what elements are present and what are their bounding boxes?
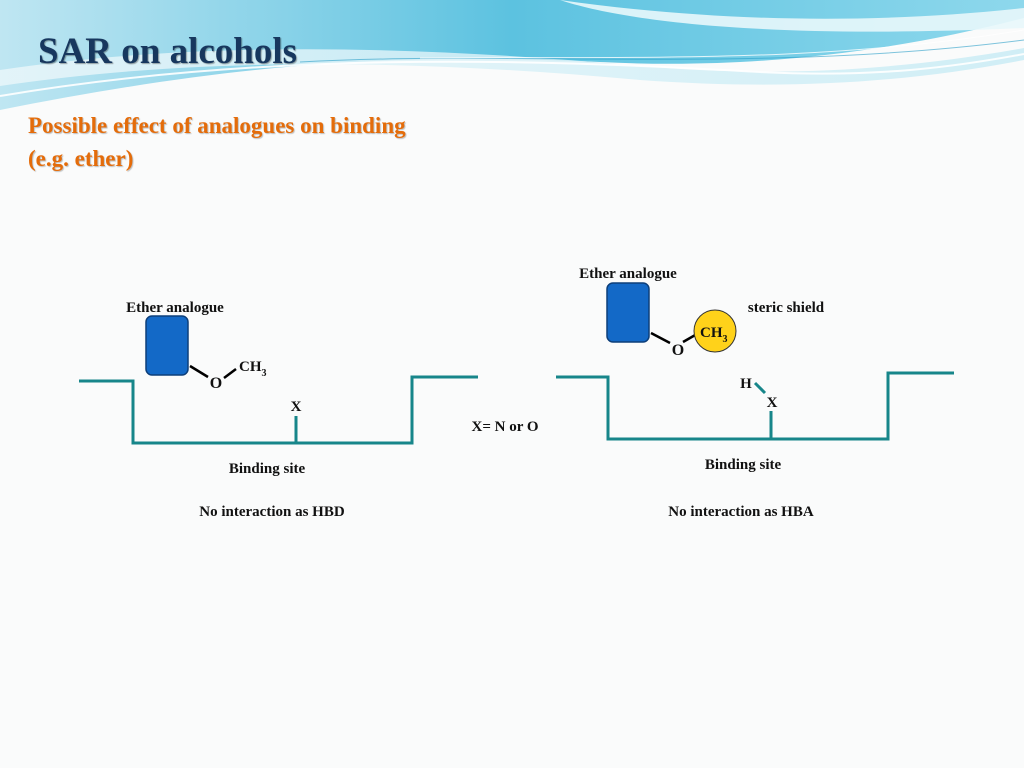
right-panel: Ether analogue steric shield CH3 O H X B… <box>556 266 954 520</box>
left-methyl-label: CH3 <box>239 359 267 379</box>
subtitle-line-1: Possible effect of analogues on binding <box>28 113 406 138</box>
left-binding-site-outline <box>79 375 478 445</box>
right-bond-box-oxygen <box>650 331 671 345</box>
left-bond-oxygen-methyl <box>223 368 237 379</box>
left-oxygen-label: O <box>210 375 222 392</box>
steric-shield-label: steric shield <box>748 300 825 316</box>
steric-shield-circle <box>693 309 737 353</box>
left-site-atom-x: X <box>291 399 302 415</box>
right-methyl-label: CH3 <box>700 325 728 345</box>
right-methyl-subscript: 3 <box>723 334 728 345</box>
right-binding-site-outline <box>556 371 954 441</box>
right-methyl-ch: CH <box>700 325 723 341</box>
right-molecule-box <box>606 282 650 343</box>
left-conclusion: No interaction as HBD <box>199 504 345 520</box>
left-binding-site-label: Binding site <box>229 461 306 477</box>
right-analogue-label: Ether analogue <box>579 266 677 282</box>
left-bond-box-oxygen <box>189 364 209 379</box>
atom-x-definition: X= N or O <box>471 419 538 435</box>
left-panel: Ether analogue O CH3 X Binding site No i… <box>79 300 478 520</box>
left-methyl-ch: CH <box>239 359 262 375</box>
subtitle-line-2: (e.g. ether) <box>28 146 134 171</box>
right-hydrogen-label: H <box>740 376 752 392</box>
right-oxygen-label: O <box>672 342 684 359</box>
left-molecule-box <box>145 315 189 376</box>
header-wave-decoration <box>0 0 1024 110</box>
left-analogue-label: Ether analogue <box>126 300 224 316</box>
slide-title: SAR on alcohols <box>38 31 298 72</box>
right-conclusion: No interaction as HBA <box>668 504 814 520</box>
left-methyl-subscript: 3 <box>262 368 267 379</box>
right-h-x-bond <box>753 381 767 395</box>
slide-subtitle: Possible effect of analogues on binding … <box>28 109 406 175</box>
right-site-atom-x: X <box>767 395 778 411</box>
right-binding-site-label: Binding site <box>705 457 782 473</box>
